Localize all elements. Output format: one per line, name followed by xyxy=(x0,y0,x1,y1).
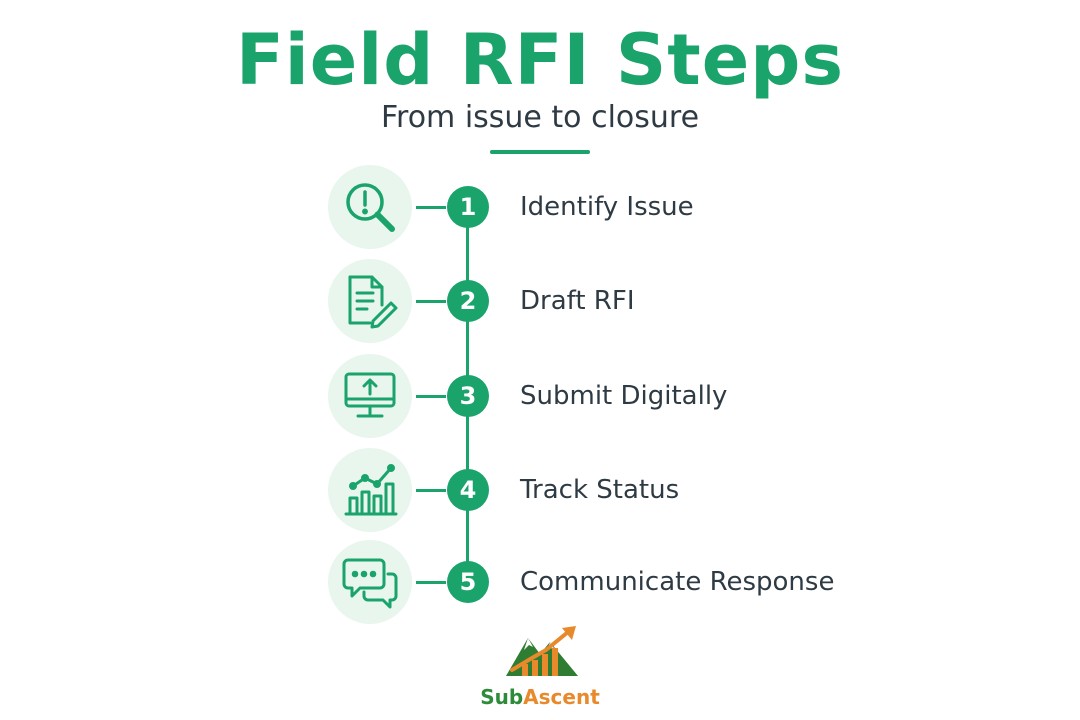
page-title: Field RFI Steps xyxy=(235,19,845,101)
step-2-number: 2 xyxy=(447,280,489,322)
step-2-icon-badge xyxy=(328,259,412,343)
step-3-connector xyxy=(416,395,446,398)
step-2-label: Draft RFI xyxy=(520,286,635,316)
step-3-icon-badge xyxy=(328,354,412,438)
page-subtitle: From issue to closure xyxy=(380,100,700,135)
step-1-number: 1 xyxy=(447,186,489,228)
step-5-label: Communicate Response xyxy=(520,567,835,597)
monitor-upload-icon xyxy=(344,372,396,418)
document-pencil-icon xyxy=(348,275,398,329)
step-5-icon-badge xyxy=(328,540,412,624)
brand-name-part1: Sub xyxy=(480,685,524,709)
step-1-label: Identify Issue xyxy=(520,192,694,222)
step-4-number: 4 xyxy=(447,469,489,511)
title-underline xyxy=(490,150,590,154)
step-4: 4 Track Status xyxy=(0,445,1080,535)
mountain-growth-logo xyxy=(506,626,578,676)
step-4-connector xyxy=(416,489,446,492)
bar-chart-trend-icon xyxy=(344,464,398,516)
step-2: 2 Draft RFI xyxy=(0,256,1080,346)
step-1: 1 Identify Issue xyxy=(0,162,1080,252)
chat-bubbles-icon xyxy=(342,558,398,609)
step-5-connector xyxy=(416,581,446,584)
step-2-connector xyxy=(416,300,446,303)
brand-name: SubAscent xyxy=(0,684,1080,710)
step-3: 3 Submit Digitally xyxy=(0,351,1080,441)
brand-name-part2: Ascent xyxy=(523,685,600,709)
step-4-label: Track Status xyxy=(520,475,680,505)
step-3-number: 3 xyxy=(447,375,489,417)
step-5-number: 5 xyxy=(447,561,489,603)
step-1-connector xyxy=(416,206,446,209)
magnifier-alert-icon xyxy=(346,183,395,232)
step-1-icon-badge xyxy=(328,165,412,249)
step-5: 5 Communicate Response xyxy=(0,537,1080,627)
step-4-icon-badge xyxy=(328,448,412,532)
step-3-label: Submit Digitally xyxy=(520,381,728,411)
